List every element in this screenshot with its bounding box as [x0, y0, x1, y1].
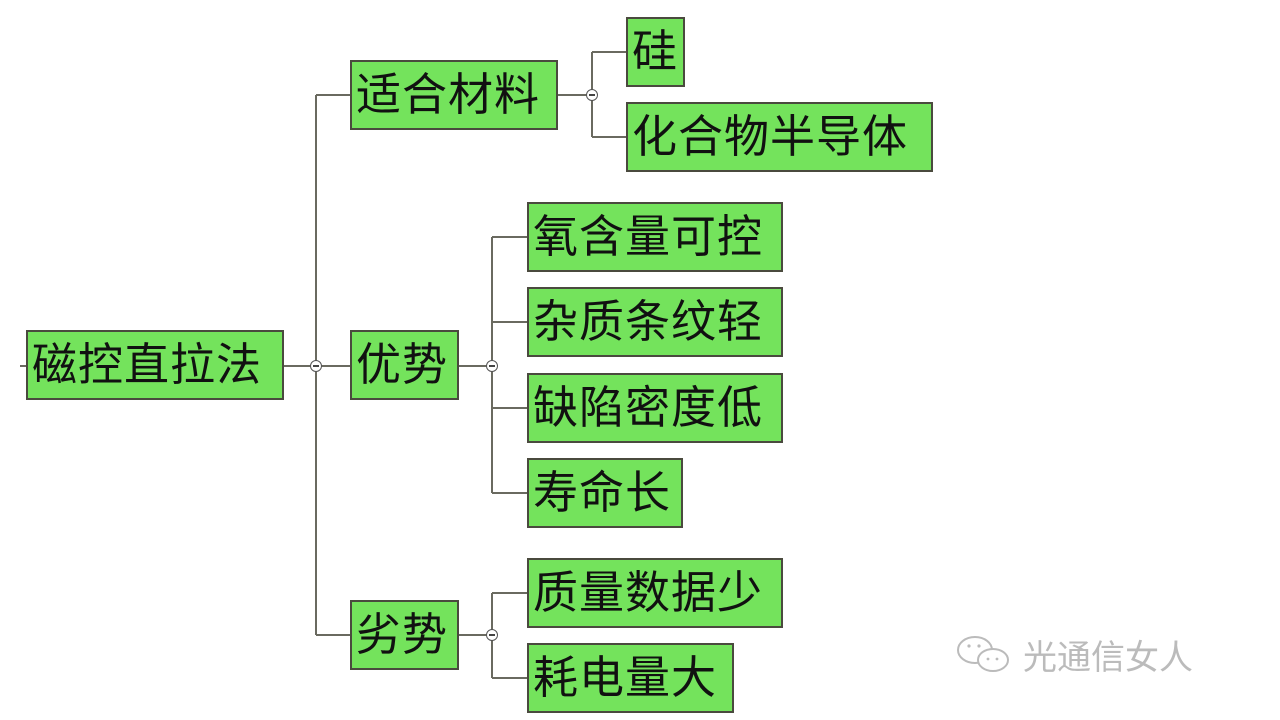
leaf-node[interactable]: 硅 — [626, 17, 685, 87]
collapse-toggle-icon[interactable] — [586, 89, 598, 101]
collapse-toggle-icon[interactable] — [310, 360, 322, 372]
leaf-node[interactable]: 缺陷密度低 — [527, 373, 783, 443]
wechat-icon — [957, 635, 1009, 672]
branch-node-advantages[interactable]: 优势 — [350, 330, 459, 400]
leaf-node[interactable]: 寿命长 — [527, 458, 683, 528]
leaf-node[interactable]: 化合物半导体 — [626, 102, 933, 172]
watermark-text: 光通信女人 — [1023, 638, 1193, 678]
branch-node-materials[interactable]: 适合材料 — [350, 60, 558, 130]
watermark: 光通信女人 — [955, 630, 1193, 679]
leaf-node[interactable]: 杂质条纹轻 — [527, 287, 783, 357]
leaf-node[interactable]: 氧含量可控 — [527, 202, 783, 272]
root-node[interactable]: 磁控直拉法 — [26, 330, 284, 400]
branch-node-disadvantages[interactable]: 劣势 — [350, 600, 459, 670]
leaf-node[interactable]: 质量数据少 — [527, 558, 783, 628]
leaf-node[interactable]: 耗电量大 — [527, 643, 734, 713]
collapse-toggle-icon[interactable] — [486, 360, 498, 372]
collapse-toggle-icon[interactable] — [486, 629, 498, 641]
